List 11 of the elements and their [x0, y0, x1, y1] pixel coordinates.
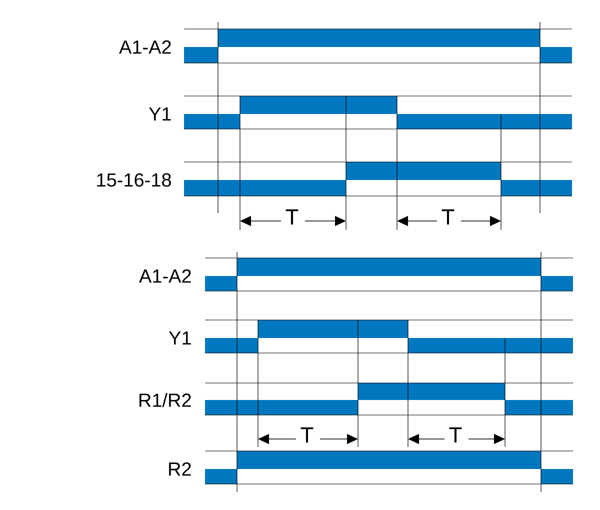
dimension-label: T — [300, 427, 314, 443]
signal-label: Y1 — [149, 107, 171, 121]
signal-label: R2 — [169, 462, 191, 476]
signal-label: Y1 — [169, 331, 191, 345]
signal-label: A1-A2 — [119, 40, 171, 54]
dimension-label: T — [286, 209, 298, 225]
signal-label: R1/R2 — [140, 393, 191, 407]
dimension-label: T — [442, 209, 454, 225]
dimension-label: T — [449, 427, 462, 443]
signal-label: 15-16-18 — [97, 173, 171, 187]
signal-label: A1-A2 — [139, 269, 191, 283]
